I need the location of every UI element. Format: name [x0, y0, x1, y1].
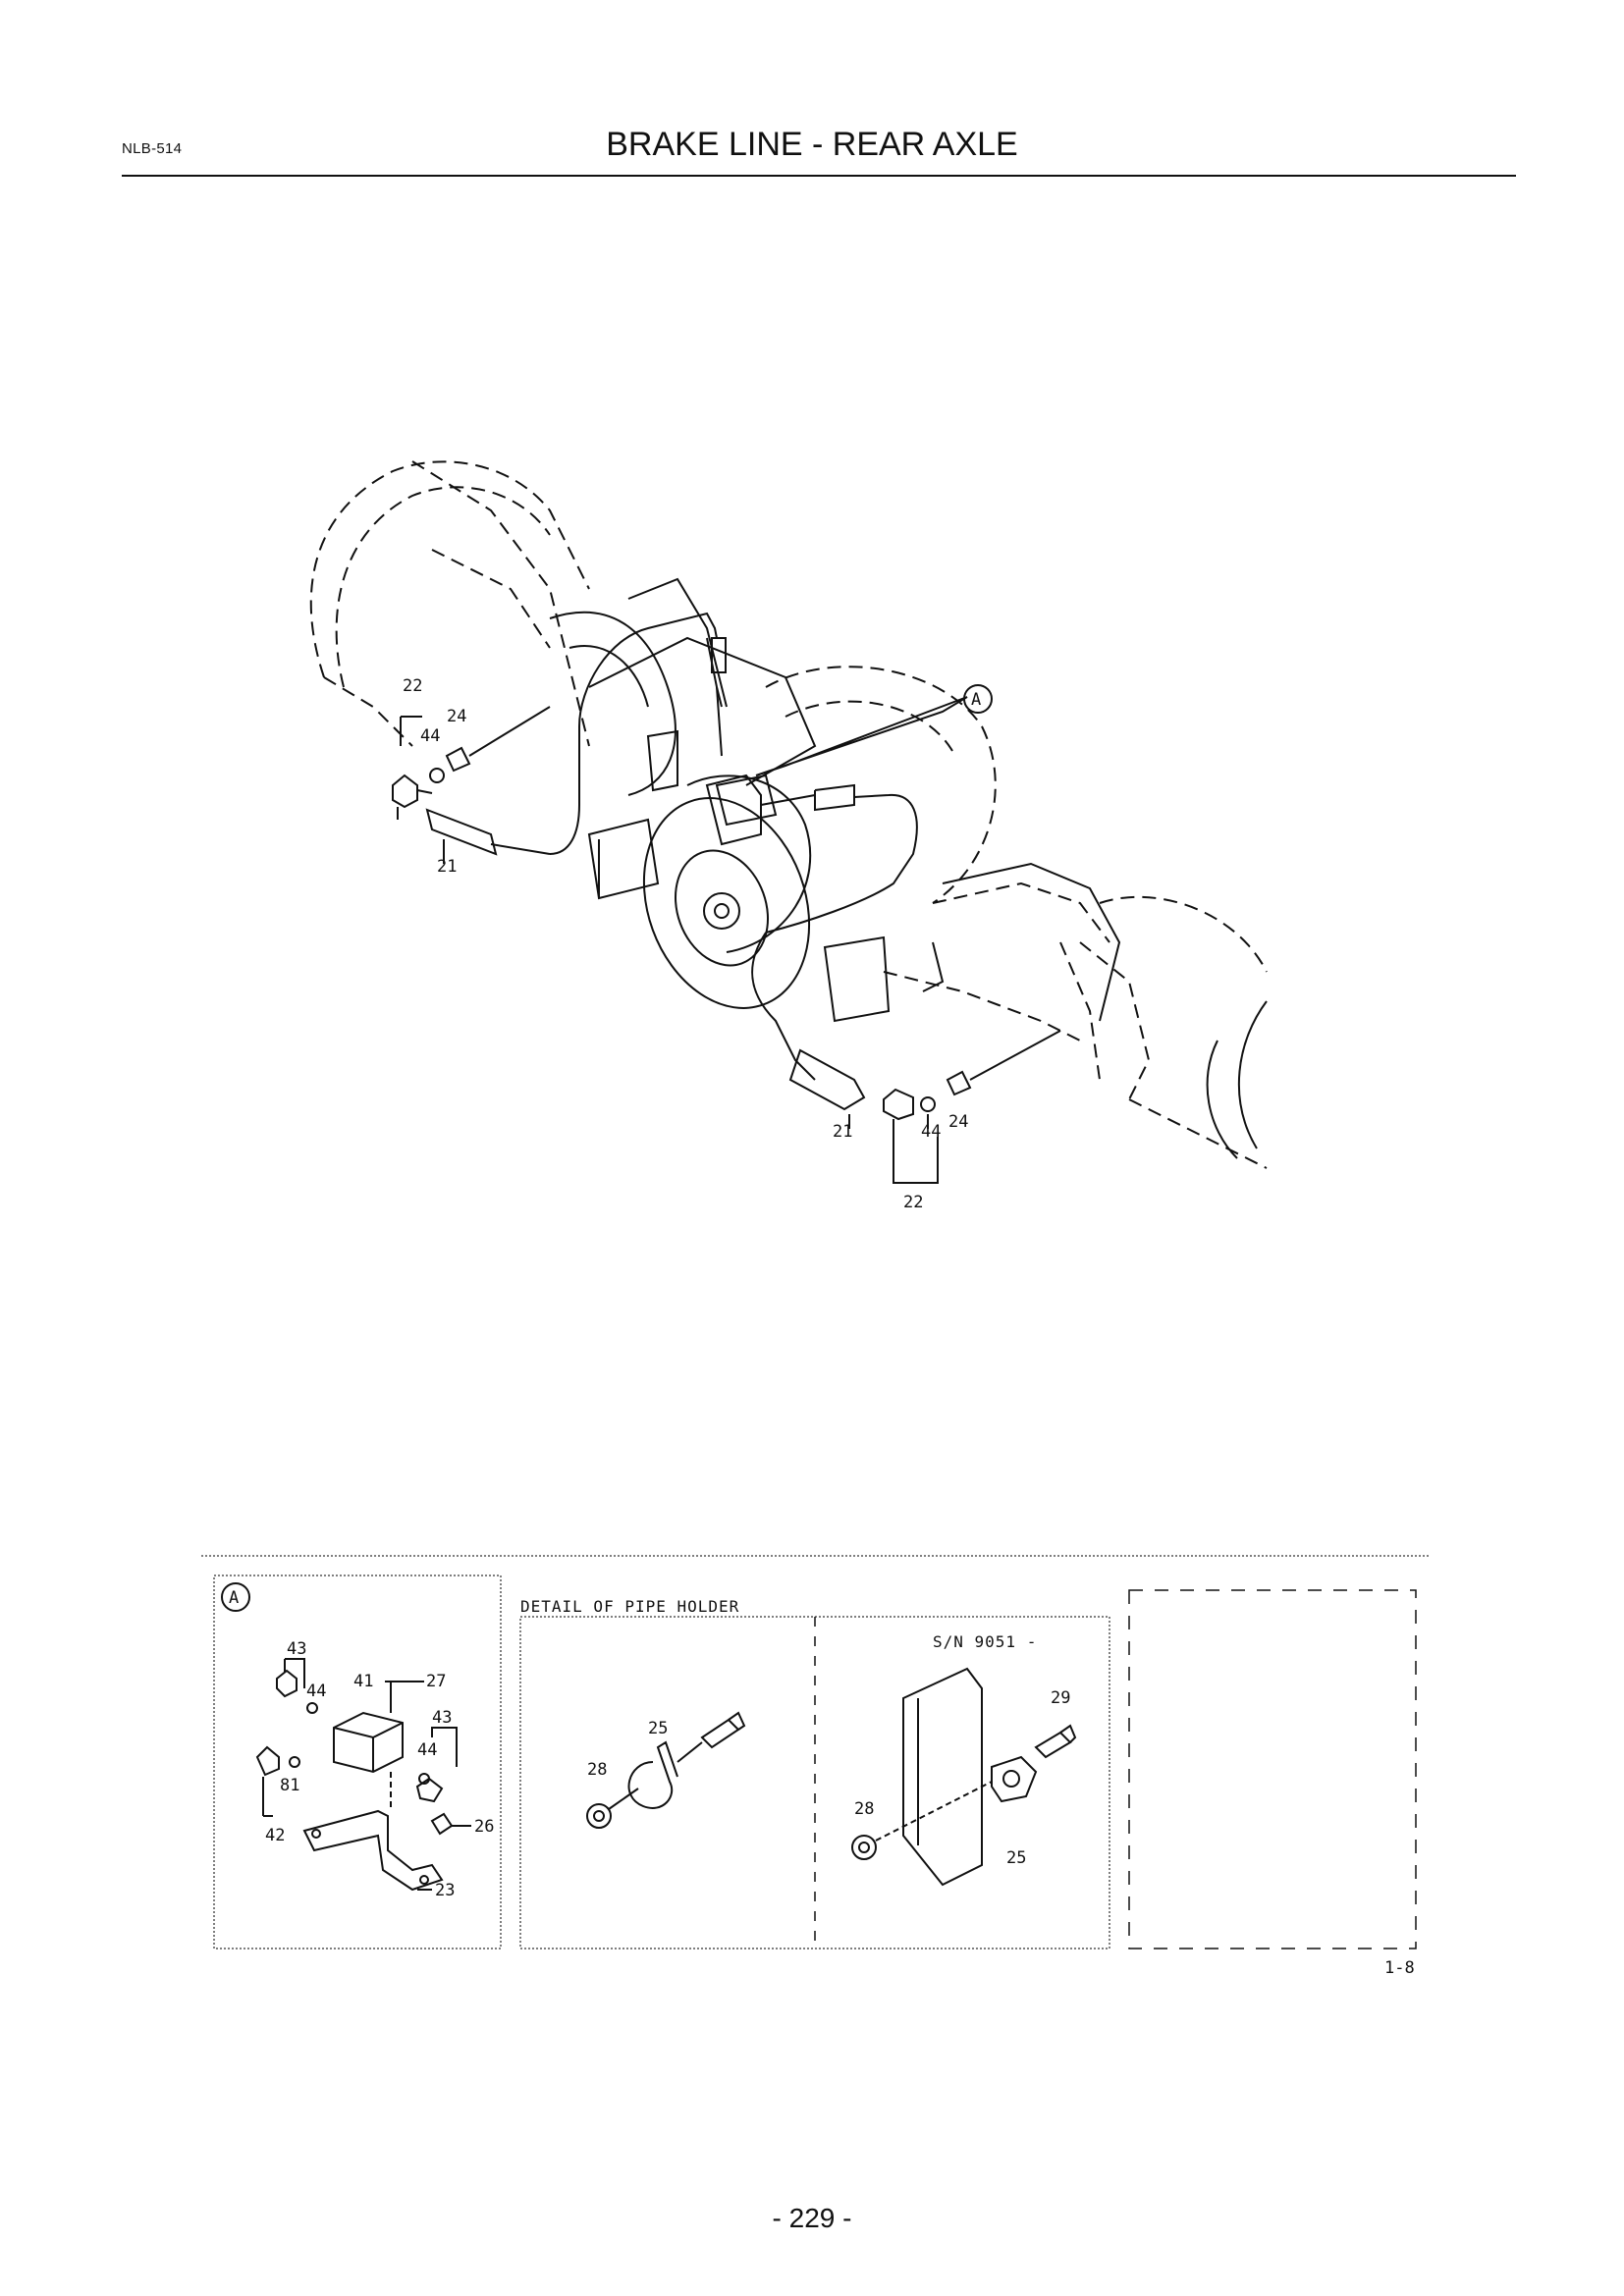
page-number: - 229 - [772, 2203, 852, 2233]
empty-detail-box [1128, 1589, 1417, 1949]
callout-81: 81 [280, 1776, 299, 1795]
callout-25-right: 25 [1006, 1848, 1026, 1868]
callout-44-left: 44 [420, 726, 440, 746]
pipe-holder-panel: DETAIL OF PIPE HOLDER 25 28 S/N 9051 - 2… [519, 1597, 1110, 1949]
callout-26: 26 [474, 1817, 494, 1837]
callout-23: 23 [435, 1881, 455, 1900]
document-code: NLB-514 [122, 140, 183, 157]
callout-22-left: 22 [403, 676, 422, 696]
callout-41: 41 [353, 1672, 373, 1691]
rear-axle-illustration: A 22 24 44 21 21 44 24 22 [309, 460, 1268, 1212]
callout-28-right: 28 [854, 1799, 874, 1819]
callout-24-left: 24 [447, 707, 466, 726]
pipe-holder-title: DETAIL OF PIPE HOLDER [520, 1597, 739, 1616]
page-title: BRAKE LINE - REAR AXLE [606, 126, 1018, 163]
callout-28-left: 28 [587, 1760, 607, 1780]
callout-43-b: 43 [432, 1708, 452, 1728]
callout-27: 27 [426, 1672, 446, 1691]
header-rule [122, 175, 1516, 177]
callout-44-right: 44 [921, 1122, 941, 1142]
callout-44-b: 44 [417, 1740, 437, 1760]
detail-a-marker: A [229, 1588, 239, 1608]
callout-21-right: 21 [833, 1122, 852, 1142]
serial-number-label: S/N 9051 - [933, 1632, 1037, 1651]
callout-44-a: 44 [306, 1682, 326, 1701]
callout-24-right: 24 [948, 1112, 968, 1132]
detail-a-panel: A 43 44 41 27 43 44 81 42 26 23 [213, 1575, 502, 1949]
figure-id: 1-8 [1384, 1958, 1415, 1978]
callout-21-left: 21 [437, 857, 457, 877]
view-a-marker: A [971, 690, 981, 710]
callout-43-a: 43 [287, 1639, 306, 1659]
callout-22-right: 22 [903, 1193, 923, 1212]
callout-25-left: 25 [648, 1719, 668, 1738]
callout-29: 29 [1051, 1688, 1070, 1708]
callout-42: 42 [265, 1826, 285, 1845]
